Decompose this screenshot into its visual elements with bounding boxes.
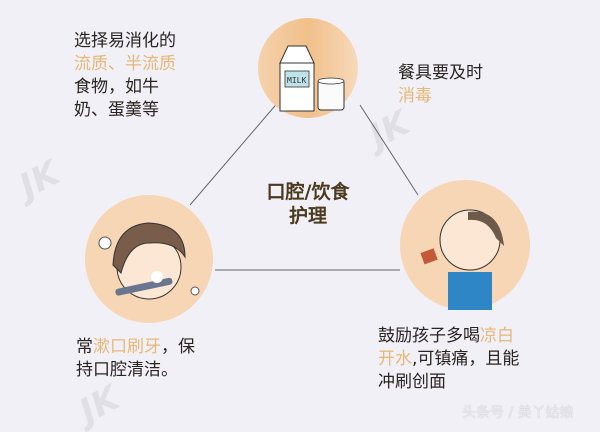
source-credit: 头条号 / 美丫姑娘: [462, 405, 574, 421]
milk-label: MILK: [287, 76, 306, 85]
oral-hygiene-highlight: 漱口刷牙: [93, 337, 161, 357]
drink-water-tip: 鼓励孩子多喝凉白 开水,可镇痛，且能 冲刷创面: [378, 325, 519, 394]
drink-water-highlight-2: 开水: [378, 349, 412, 369]
child-drinking-icon: [420, 209, 504, 312]
drinking-water-illustration: [400, 180, 530, 312]
diet-tip-line3: 食物，如牛: [74, 77, 159, 97]
diet-tip-highlight: 流质、半流质: [74, 54, 176, 74]
center-title-line1: 口腔/饮食: [266, 181, 350, 203]
milk-illustration: MILK: [258, 18, 358, 118]
drink-water-highlight: 凉白: [480, 326, 514, 346]
diet-tip-line1: 选择易消化的: [74, 31, 176, 51]
oral-hygiene-tip-line1: 常漱口刷牙，保: [76, 337, 195, 357]
oral-hygiene-tip: 常漱口刷牙，保 持口腔清洁。: [76, 336, 195, 382]
milk-carton-icon: MILK: [279, 45, 345, 112]
center-title-line2: 护理: [288, 205, 327, 227]
center-title: 口腔/饮食 护理: [248, 180, 368, 228]
oral-hygiene-tip-line2: 持口腔清洁。: [76, 360, 178, 380]
drink-water-tip-line2: 开水,可镇痛，且能: [378, 349, 520, 369]
diet-tip: 选择易消化的 流质、半流质 食物，如牛 奶、蛋羹等: [74, 30, 176, 122]
tableware-tip-line1: 餐具要及时: [398, 63, 483, 83]
brushing-teeth-illustration: [85, 195, 213, 323]
tableware-tip-highlight: 消毒: [398, 86, 432, 106]
drink-water-tip-line1: 鼓励孩子多喝凉白: [378, 326, 514, 346]
drink-water-tip-line3: 冲刷创面: [378, 372, 446, 392]
diet-tip-line4: 奶、蛋羹等: [74, 100, 159, 120]
tableware-tip: 餐具要及时 消毒: [398, 62, 483, 108]
child-brushing-icon: [98, 222, 200, 300]
